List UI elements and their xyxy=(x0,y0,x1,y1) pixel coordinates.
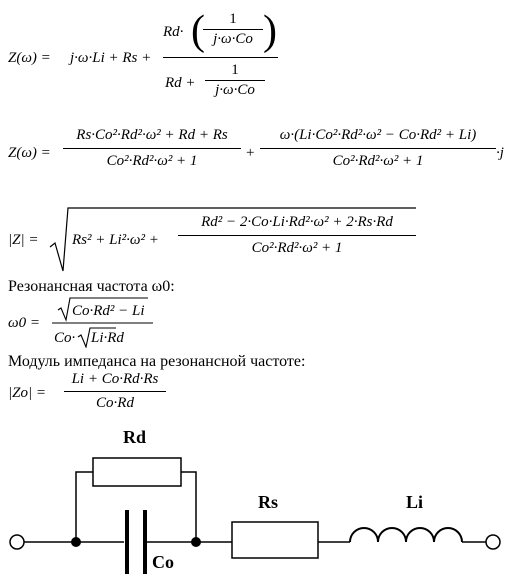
formula-1: Z(ω) = j·ω·Li + Rs + Rd· ( 1 j·ω·Co ) Rd… xyxy=(8,8,308,108)
formula-4-sqrt-signs xyxy=(52,297,153,348)
resistor-rd xyxy=(92,457,182,487)
formula-2-den-1: Co²·Rd²·ω² + 1 xyxy=(106,153,198,169)
formula-4-den-sqrt: Li·Rd xyxy=(91,330,124,346)
formula-2-lhs: Z(ω) = xyxy=(8,145,51,161)
formula-3-den: Co²·Rd²·ω² + 1 xyxy=(251,240,343,256)
formula-1-den-num: 1 xyxy=(231,62,239,78)
resistor-rs xyxy=(231,521,319,559)
formula-1-den: Rd + xyxy=(165,75,196,91)
formula-3-sqrt-sign xyxy=(49,207,416,272)
formula-1-inner-fraction: 1 j·ω·Co xyxy=(203,12,263,47)
formula-2-num-2: ω·(Li·Co²·Rd²·ω² − Co·Rd² + Li) xyxy=(279,127,477,143)
formula-2-den-2: Co²·Rd²·ω² + 1 xyxy=(332,153,424,169)
formula-1-paren-close: ) xyxy=(263,8,277,54)
formula-4-num: Co·Rd² − Li xyxy=(72,303,145,319)
formula-1-main-bar xyxy=(163,57,278,58)
formula-1-lhs: Z(ω) = xyxy=(8,50,51,66)
formula-4: ω0 = Co·Rd² − Li Co· Li·Rd xyxy=(8,296,208,348)
formula-5-den: Co·Rd xyxy=(96,395,134,411)
formula-5: |Zo| = Li + Co·Rd·Rs Co·Rd xyxy=(8,372,208,416)
formula-2-plus: + xyxy=(246,145,255,161)
formula-3-fraction: Rd² − 2·Co·Li·Rd²·ω² + 2·Rs·Rd Co²·Rd²·ω… xyxy=(178,215,416,256)
left-terminal xyxy=(9,534,25,550)
formula-1-den-fraction: 1 j·ω·Co xyxy=(205,63,265,98)
wire-rd-left xyxy=(75,471,93,542)
formula-2-fraction-2: ω·(Li·Co²·Rd²·ω² − Co·Rd² + Li) Co²·Rd²·… xyxy=(260,128,496,169)
formula-1-inner-num: 1 xyxy=(229,11,237,27)
right-terminal xyxy=(485,534,501,550)
formula-3: |Z| = Rs² + Li²·ω² + Rd² − 2·Co·Li·Rd²·ω… xyxy=(8,205,448,275)
formula-2-suffix: ·j xyxy=(496,145,504,161)
formula-2-num-1: Rs·Co²·Rd²·ω² + Rd + Rs xyxy=(76,127,228,143)
formula-5-num: Li + Co·Rd·Rs xyxy=(71,371,159,387)
formula-5-lhs: |Zo| = xyxy=(8,385,46,401)
label-li: Li xyxy=(406,492,424,512)
formula-1-paren-open: ( xyxy=(191,8,205,54)
modulus-heading: Модуль импеданса на резонансной частоте: xyxy=(8,353,306,370)
formula-2: Z(ω) = Rs·Co²·Rd²·ω² + Rd + Rs Co²·Rd²·ω… xyxy=(8,124,508,184)
formula-1-fraction: Rd· ( 1 j·ω·Co ) Rd + 1 j·ω·Co xyxy=(163,8,288,108)
formula-4-lhs: ω0 = xyxy=(8,315,40,331)
label-rs: Rs xyxy=(258,492,279,512)
formula-5-fraction: Li + Co·Rd·Rs Co·Rd xyxy=(64,372,166,411)
formula-3-term: Rs² + Li²·ω² + xyxy=(72,232,159,248)
wire-rd-right xyxy=(181,471,197,542)
formula-1-den-den: j·ω·Co xyxy=(215,82,255,98)
label-co: Co xyxy=(152,552,174,572)
formula-3-num: Rd² − 2·Co·Li·Rd²·ω² + 2·Rs·Rd xyxy=(201,214,393,230)
formula-4-den-prefix: Co· xyxy=(54,330,76,346)
inductor-li xyxy=(349,527,463,543)
label-rd: Rd xyxy=(123,427,147,447)
formula-2-fraction-1: Rs·Co²·Rd²·ω² + Rd + Rs Co²·Rd²·ω² + 1 xyxy=(63,128,241,169)
formula-3-lhs: |Z| = xyxy=(8,232,39,248)
formula-1-num-rd: Rd· xyxy=(163,24,184,40)
formula-1-inner-den: j·ω·Co xyxy=(213,31,253,47)
resonance-heading: Резонансная частота ω0: xyxy=(8,278,175,295)
formula-1-term: j·ω·Li + Rs + xyxy=(70,50,152,66)
